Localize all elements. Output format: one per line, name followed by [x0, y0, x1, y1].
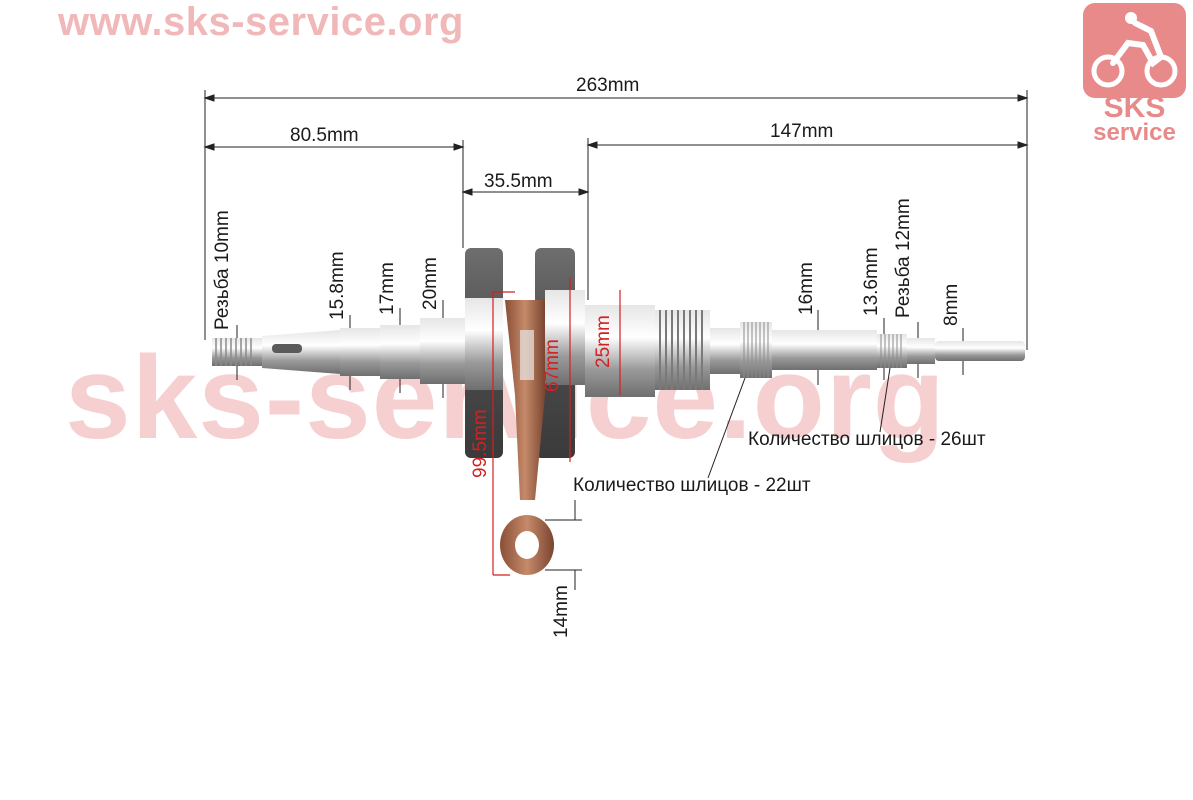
dim-13-6: 13.6mm — [861, 247, 882, 316]
left-bearing-seat — [420, 318, 465, 384]
right-shaft — [772, 330, 877, 370]
dim-16: 16mm — [796, 262, 817, 315]
dim-left-length: 80.5mm — [290, 125, 359, 146]
right-thread-big — [655, 310, 710, 390]
brand-logo: SKS service — [1083, 3, 1188, 148]
left-thread — [212, 338, 262, 366]
dim-8: 8mm — [941, 283, 962, 326]
dim-crank-width: 35.5mm — [484, 171, 553, 192]
dim-rod-length: 99.5mm — [470, 409, 491, 478]
dim-15-8: 15.8mm — [327, 251, 348, 320]
left-shaft-2 — [380, 325, 420, 379]
right-thread-small — [907, 338, 935, 364]
spline-26 — [877, 334, 907, 368]
right-end-pin — [935, 341, 1025, 361]
dim-17: 17mm — [377, 262, 398, 315]
dim-total-length: 263mm — [576, 75, 640, 96]
logo-text-sks: SKS — [1103, 91, 1166, 124]
note-splines-26: Количество шлицов - 26шт — [748, 429, 986, 450]
dim-20: 20mm — [420, 257, 441, 310]
note-splines-22: Количество шлицов - 22шт — [573, 475, 811, 496]
connecting-rod — [505, 300, 545, 500]
scooter-icon — [1083, 3, 1186, 98]
dim-67: 67mm — [542, 339, 563, 392]
dim-rod-eye: 14mm — [551, 585, 572, 638]
logo-text-service: service — [1093, 119, 1176, 146]
dim-25: 25mm — [593, 315, 614, 368]
left-taper — [262, 330, 340, 374]
dim-thread-left: Резьба 10mm — [212, 210, 233, 330]
dim-right-length: 147mm — [770, 121, 834, 142]
left-shaft-1 — [340, 328, 380, 376]
keyway — [272, 344, 302, 353]
watermark-url-top[interactable]: www.sks-service.org — [58, 0, 464, 44]
dim-thread-right: Резьба 12mm — [893, 198, 914, 318]
